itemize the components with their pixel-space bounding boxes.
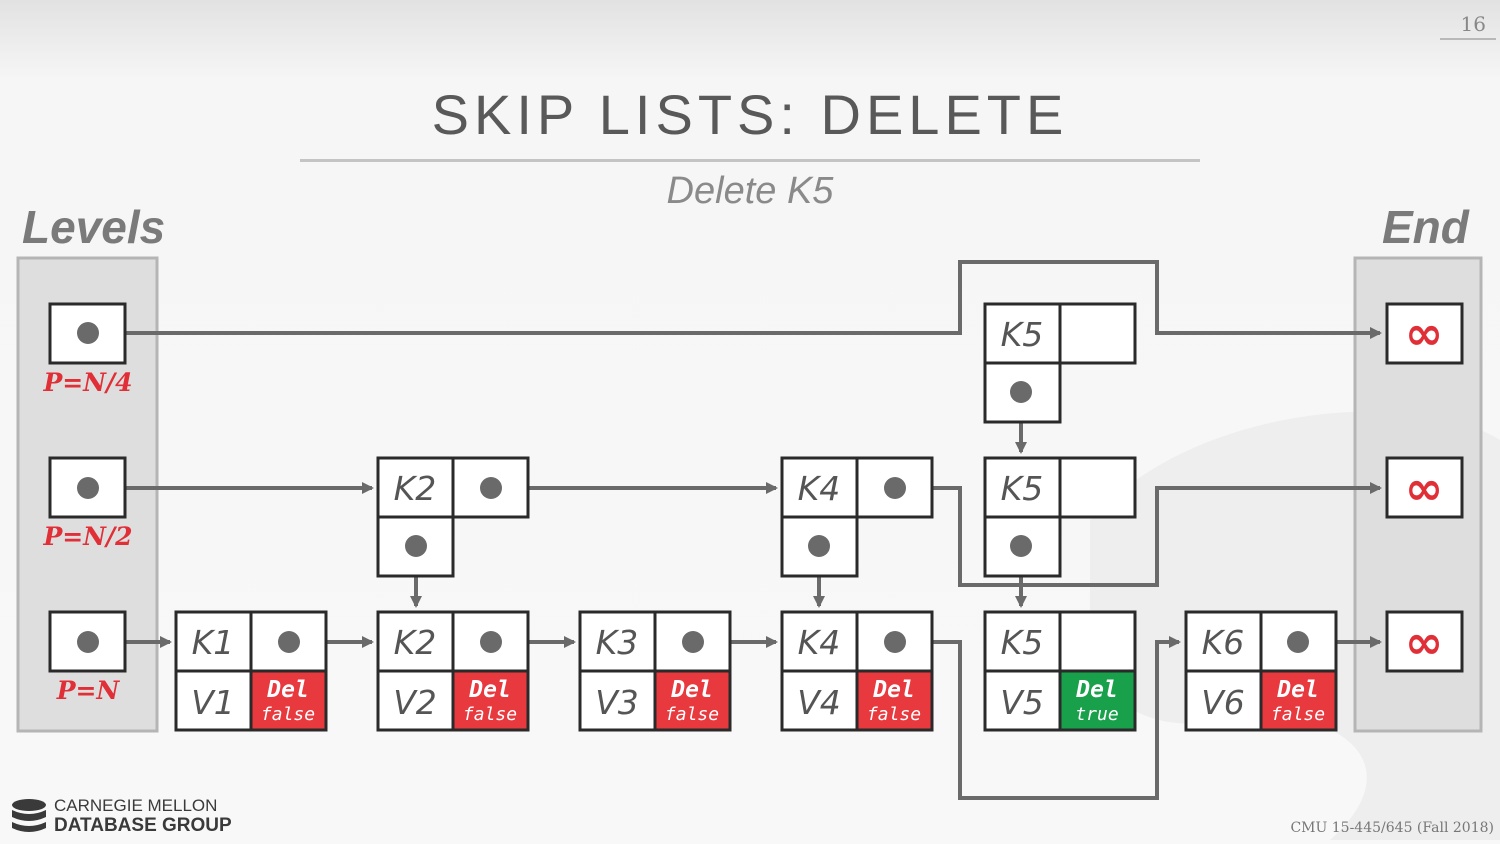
node-key-label: K2 bbox=[394, 469, 437, 508]
node-key-label: K6 bbox=[1202, 623, 1245, 662]
probability-label-level3: P=N/4 bbox=[42, 368, 132, 397]
del-flag-value: true bbox=[1075, 704, 1118, 725]
pointer-dot bbox=[884, 477, 906, 499]
end-box-level2 bbox=[1385, 456, 1464, 519]
level1-node-k5-next bbox=[1058, 610, 1137, 673]
node-key-label: K4 bbox=[798, 623, 841, 662]
del-flag-label: Del bbox=[468, 677, 511, 703]
node-value-label: V2 bbox=[393, 683, 437, 722]
slide-subtitle: Delete K5 bbox=[666, 170, 834, 212]
del-flag-value: false bbox=[665, 704, 719, 725]
end-box-level3 bbox=[1385, 302, 1464, 365]
node-key-label: K4 bbox=[798, 469, 841, 508]
node-key-label: K3 bbox=[596, 623, 639, 662]
title-rule bbox=[300, 159, 1200, 162]
node-key-label: K1 bbox=[192, 623, 235, 662]
node-value-label: V4 bbox=[797, 683, 841, 722]
footer-logo-line1: CARNEGIE MELLON bbox=[54, 796, 218, 815]
node-value-label: V5 bbox=[1000, 683, 1044, 722]
level1-node-k5-value bbox=[983, 669, 1062, 732]
level1-node-k3-del bbox=[653, 669, 732, 732]
pointer-dot bbox=[278, 631, 300, 653]
infinity-symbol: ∞ bbox=[1405, 615, 1443, 669]
node-key-label: K2 bbox=[394, 623, 437, 662]
del-flag-label: Del bbox=[872, 677, 915, 703]
pointer-dot bbox=[884, 631, 906, 653]
pointer-dot bbox=[405, 535, 427, 557]
infinity-symbol: ∞ bbox=[1405, 461, 1443, 515]
node-key-label: K5 bbox=[1001, 623, 1044, 662]
probability-label-level2: P=N/2 bbox=[42, 522, 132, 551]
level3-link bbox=[88, 260, 1382, 339]
level1-node-k1-value bbox=[174, 669, 253, 732]
level1-node-k1-del bbox=[249, 669, 328, 732]
end-box-level1 bbox=[1385, 610, 1464, 673]
node-key-label: K5 bbox=[1001, 315, 1044, 354]
footer-logo-line2: DATABASE GROUP bbox=[54, 815, 232, 836]
del-flag-value: false bbox=[867, 704, 921, 725]
pointer-dot bbox=[808, 535, 830, 557]
level3-node-k5-next bbox=[1058, 302, 1137, 365]
head-pointer-level1 bbox=[48, 610, 127, 673]
database-logo-icon bbox=[12, 799, 46, 832]
del-flag-label: Del bbox=[1075, 677, 1118, 703]
pointer-dot bbox=[480, 631, 502, 653]
node-value-label: V1 bbox=[191, 683, 235, 722]
node-key-label: K5 bbox=[1001, 469, 1044, 508]
del-flag-label: Del bbox=[670, 677, 713, 703]
del-flag-label: Del bbox=[1276, 677, 1319, 703]
level1-node-k5-key bbox=[983, 610, 1062, 673]
pointer-dot bbox=[1287, 631, 1309, 653]
level1-node-k4-key bbox=[780, 610, 859, 673]
level1-node-k6-key bbox=[1184, 610, 1263, 673]
del-flag-value: false bbox=[463, 704, 517, 725]
pointer-dot bbox=[77, 322, 99, 344]
level1-link-k4-k6 bbox=[895, 636, 1181, 800]
level2-node-k5-next bbox=[1058, 456, 1137, 519]
level1-node-k5-del bbox=[1058, 669, 1137, 732]
footer-logo: CARNEGIE MELLON DATABASE GROUP bbox=[10, 796, 232, 836]
pointer-dot bbox=[1010, 535, 1032, 557]
course-label: CMU 15-445/645 (Fall 2018) bbox=[1290, 820, 1494, 836]
del-flag-value: false bbox=[1271, 704, 1325, 725]
pointer-dot bbox=[682, 631, 704, 653]
level1-node-k6-del bbox=[1259, 669, 1338, 732]
page-number-rule bbox=[1440, 38, 1496, 40]
levels-label: Levels bbox=[22, 201, 166, 253]
pointer-dot bbox=[1010, 381, 1032, 403]
end-label: End bbox=[1382, 201, 1469, 253]
level1-node-k2-del bbox=[451, 669, 530, 732]
level3-node-k5-down bbox=[983, 361, 1062, 424]
node-value-label: V3 bbox=[595, 683, 639, 722]
infinity-symbol: ∞ bbox=[1405, 306, 1443, 360]
page-number: 16 bbox=[1460, 12, 1486, 36]
pointer-dot bbox=[480, 477, 502, 499]
slide-title: SKIP LISTS: DELETE bbox=[431, 83, 1069, 146]
del-flag-label: Del bbox=[266, 677, 309, 703]
level1-node-k4-value bbox=[780, 669, 859, 732]
pointer-dot bbox=[77, 477, 99, 499]
pointer-dot bbox=[77, 631, 99, 653]
level1-node-k3-value bbox=[578, 669, 657, 732]
node-value-label: V6 bbox=[1201, 683, 1245, 722]
level2-link-k4-end bbox=[895, 482, 1382, 587]
del-flag-value: false bbox=[261, 704, 315, 725]
probability-label-level1: P=N bbox=[56, 676, 121, 705]
level1-node-k4-del bbox=[855, 669, 934, 732]
